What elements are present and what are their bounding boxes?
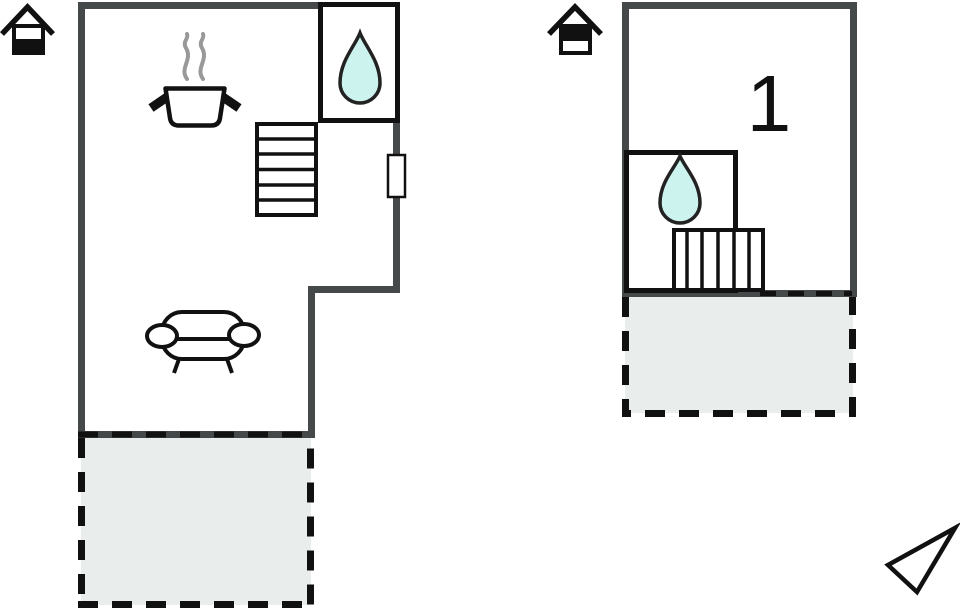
house-upper-storey-filled [559,24,592,41]
house-level-icon-upper-floor [547,3,603,55]
gf-stairs-treads [257,137,316,202]
upper-floor-plan [622,2,857,417]
ground-floor-terrace-dashed-border [78,438,314,608]
gf-stairs-icon [255,122,318,217]
gf-top-wall [78,2,400,9]
gf-step-wall [308,286,400,293]
uf-top-wall [622,2,857,9]
uf-bottom-wall [622,290,857,297]
upper-floor-terrace-area [625,297,853,413]
steam-icon [182,32,190,81]
sofa-left-armrest [145,323,179,349]
steam-icon [198,32,206,81]
gf-lower-right-wall [308,286,315,438]
water-drop-icon [338,28,382,105]
pot-body [163,86,227,128]
water-drop-icon [658,151,702,225]
floor-number-label: 1 [746,59,792,148]
sofa-legs [172,358,234,374]
sofa-right-armrest [227,322,261,348]
ground-floor-plan [78,2,407,608]
gf-left-wall [78,2,85,438]
uf-stairs-treads [685,230,751,290]
north-arrow-icon [884,522,960,596]
uf-left-wall [622,2,629,297]
house-roof [547,3,603,36]
house-roof [0,2,55,36]
ground-floor-terrace-area [81,436,311,605]
cooking-pot-icon [148,32,242,128]
uf-right-wall [850,2,857,297]
gf-right-wall [393,2,400,293]
house-level-icon-ground-floor [0,2,55,55]
uf-stairs-icon [672,228,765,292]
door-icon [386,153,407,199]
sofa-icon [145,310,261,374]
house-lower-storey-filled [12,39,45,55]
